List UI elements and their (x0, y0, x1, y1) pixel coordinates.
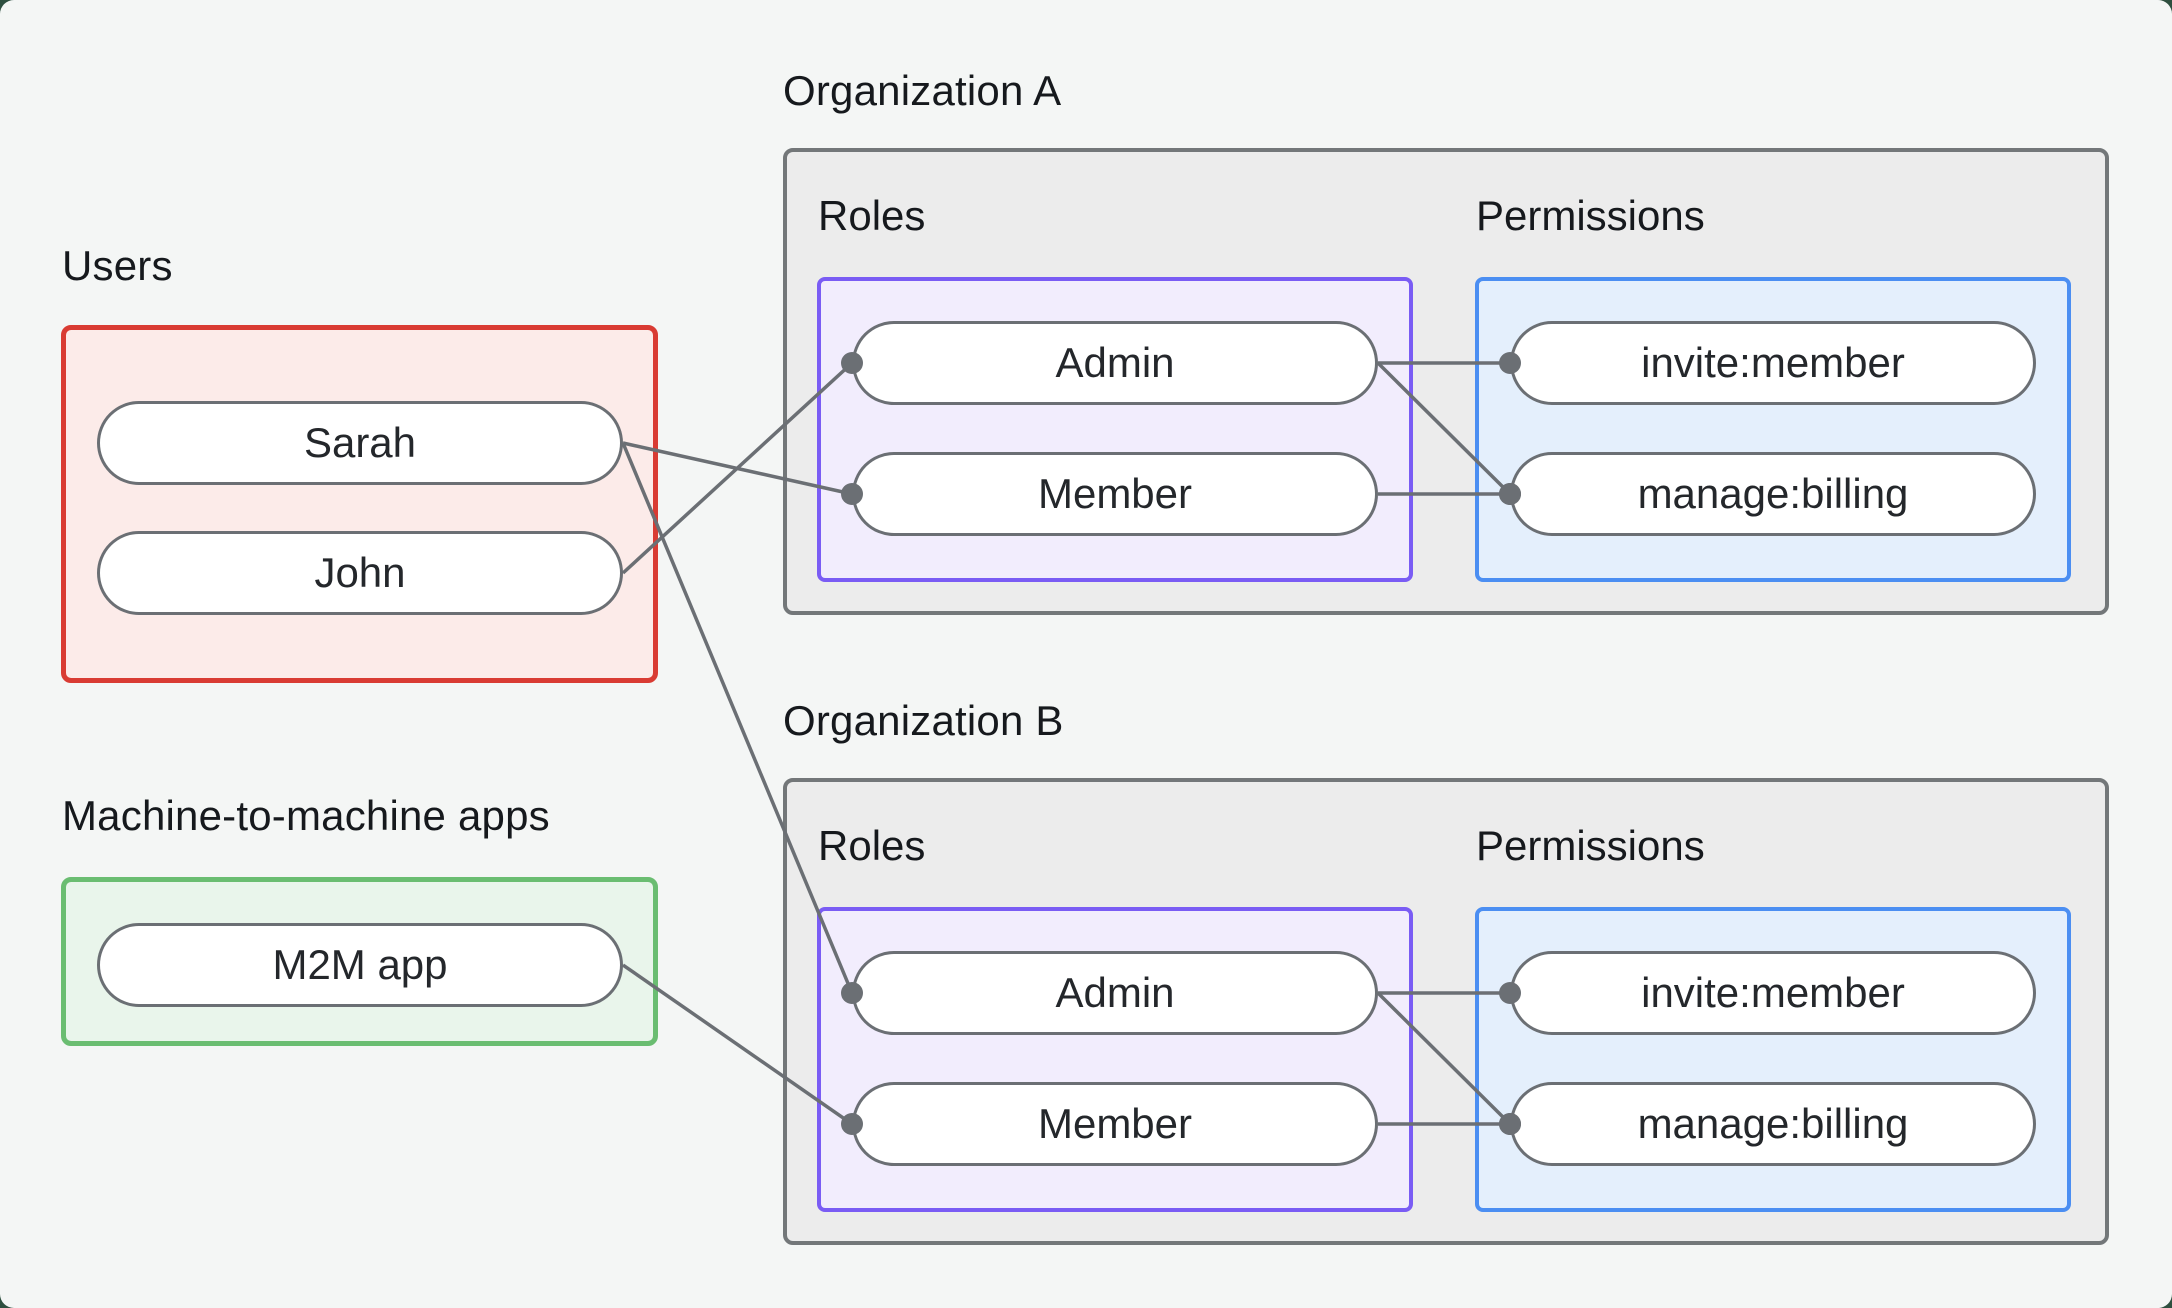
org-a-title: Organization A (783, 67, 1062, 114)
permission-label: manage:billing (1637, 1100, 1909, 1147)
m2m-app-node: M2M app (97, 923, 623, 1007)
org-b-permission-invite-member: invite:member (1510, 951, 2036, 1035)
role-label: Member (1037, 1100, 1193, 1147)
org-b-permission-manage-billing: manage:billing (1510, 1082, 2036, 1166)
role-label: Admin (1055, 969, 1175, 1016)
m2m-app-label: M2M app (272, 941, 448, 988)
m2m-section-title: Machine-to-machine apps (62, 792, 550, 839)
org-a-role-member: Member (852, 452, 1378, 536)
user-node-label: John (314, 549, 406, 596)
org-a-permission-invite-member: invite:member (1510, 321, 2036, 405)
permission-label: invite:member (1641, 969, 1905, 1016)
org-b-roles-label: Roles (818, 822, 926, 869)
role-label: Admin (1055, 339, 1175, 386)
org-b-permissions-label: Permissions (1476, 822, 1705, 869)
user-node-label: Sarah (303, 419, 417, 466)
org-b-role-admin: Admin (852, 951, 1378, 1035)
users-group-box (61, 325, 658, 683)
org-a-roles-label: Roles (818, 192, 926, 239)
users-section-title: Users (62, 242, 173, 289)
user-node-sarah: Sarah (97, 401, 623, 485)
permission-label: invite:member (1641, 339, 1905, 386)
user-node-john: John (97, 531, 623, 615)
org-a-permissions-label: Permissions (1476, 192, 1705, 239)
org-a-permission-manage-billing: manage:billing (1510, 452, 2036, 536)
org-a-role-admin: Admin (852, 321, 1378, 405)
org-b-title: Organization B (783, 697, 1064, 744)
org-b-role-member: Member (852, 1082, 1378, 1166)
role-label: Member (1037, 470, 1193, 517)
permission-label: manage:billing (1637, 470, 1909, 517)
